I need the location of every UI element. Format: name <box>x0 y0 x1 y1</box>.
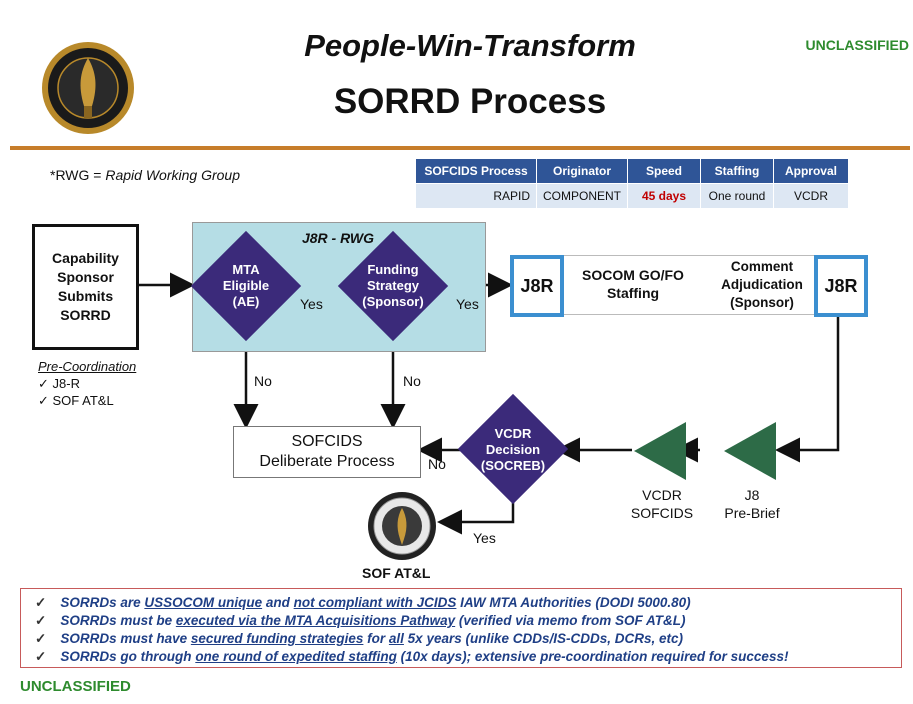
funding-line-1: Funding <box>367 262 419 277</box>
no-label-2: No <box>403 373 421 389</box>
pre-coordination-item: ✓ SOF AT&L <box>38 393 114 408</box>
j8r-box-right: J8R <box>814 255 868 317</box>
comment-adjudication-text: Comment Adjudication (Sponsor) <box>706 258 818 312</box>
mta-eligible-text: MTA Eligible (AE) <box>206 262 286 310</box>
mta-line-1: MTA <box>232 262 260 277</box>
comment-line-3: (Sponsor) <box>730 295 794 310</box>
list-item: ✓SORRDs must have secured funding strate… <box>35 631 684 646</box>
rwg-note-definition: Rapid Working Group <box>105 167 240 183</box>
pre-coordination-item: ✓ J8-R <box>38 376 80 391</box>
vcdr-decision-text: VCDR Decision (SOCREB) <box>471 426 555 474</box>
capability-sponsor-box: Capability Sponsor Submits SORRD <box>32 224 139 350</box>
sof-atl-seal-icon <box>367 491 437 561</box>
check-icon: ✓ <box>35 595 47 610</box>
table-header-cell: Originator <box>536 158 628 184</box>
vcdr-line-3: (SOCREB) <box>480 458 546 473</box>
vcdr-sofcids-line-2: SOFCIDS <box>630 505 694 521</box>
table-cell: RAPID <box>415 183 537 209</box>
j8-prebrief-line-2: Pre-Brief <box>724 505 780 521</box>
socom-seal-icon <box>40 40 136 136</box>
page-title-line2: SORRD Process <box>333 82 607 121</box>
table-cell-speed: 45 days <box>627 183 701 209</box>
j8r-box-left: J8R <box>510 255 564 317</box>
gofo-staffing-text: SOCOM GO/FO Staffing <box>568 266 698 302</box>
no-label-3: No <box>428 456 446 472</box>
check-icon: ✓ <box>35 613 47 628</box>
deliberate-process-box: SOFCIDS Deliberate Process <box>233 426 421 478</box>
table-cell: One round <box>700 183 774 209</box>
j8-prebrief-label: J8 Pre-Brief <box>712 486 792 522</box>
j8-prebrief-triangle-icon <box>724 422 776 480</box>
sof-atl-label: SOF AT&L <box>362 565 431 581</box>
table-cell: VCDR <box>773 183 849 209</box>
yes-label-2: Yes <box>456 296 479 312</box>
pre-coordination-heading: Pre-Coordination <box>38 359 137 374</box>
rwg-label: J8R - RWG <box>301 230 375 246</box>
list-item: ✓SORRDs are USSOCOM unique and not compl… <box>35 595 691 610</box>
vcdr-line-2: Decision <box>485 442 541 457</box>
table-cell: COMPONENT <box>536 183 628 209</box>
page-title-line1: People-Win-Transform <box>304 28 636 63</box>
table-header-cell: Speed <box>627 158 701 184</box>
rwg-note-prefix: *RWG = <box>50 167 106 183</box>
key-points-box: ✓SORRDs are USSOCOM unique and not compl… <box>20 588 902 668</box>
mta-line-3: (AE) <box>232 294 260 309</box>
no-label-1: No <box>254 373 272 389</box>
funding-line-2: Strategy <box>366 278 420 293</box>
yes-label-1: Yes <box>300 296 323 312</box>
vcdr-line-1: VCDR <box>494 426 532 441</box>
vcdr-sofcids-triangle-icon <box>634 422 686 480</box>
process-info-table: SOFCIDS Process Originator Speed Staffin… <box>415 158 849 209</box>
vcdr-sofcids-line-1: VCDR <box>642 487 682 503</box>
deliberate-line-2: Deliberate Process <box>259 453 395 470</box>
comment-line-2: Adjudication <box>721 277 803 292</box>
list-item: ✓SORRDs go through one round of expedite… <box>35 649 789 664</box>
header-rule <box>10 146 910 150</box>
comment-line-1: Comment <box>730 259 794 274</box>
staffing-line-1: SOCOM GO/FO <box>582 267 684 283</box>
table-header-cell: SOFCIDS Process <box>415 158 537 184</box>
table-header-row: SOFCIDS Process Originator Speed Staffin… <box>415 158 849 184</box>
staffing-line-2: Staffing <box>606 285 660 301</box>
yes-label-3: Yes <box>473 530 496 546</box>
funding-line-3: (Sponsor) <box>362 294 424 309</box>
j8-prebrief-line-1: J8 <box>744 487 760 503</box>
table-row: RAPID COMPONENT 45 days One round VCDR <box>415 183 849 209</box>
table-header-cell: Approval <box>773 158 849 184</box>
classification-bottom: UNCLASSIFIED <box>20 678 131 695</box>
check-icon: ✓ <box>35 631 47 646</box>
classification-top: UNCLASSIFIED <box>805 37 909 53</box>
check-icon: ✓ <box>35 649 47 664</box>
pre-coordination: Pre-Coordination ✓ J8-R ✓ SOF AT&L <box>38 358 136 409</box>
vcdr-sofcids-label: VCDR SOFCIDS <box>622 486 702 522</box>
funding-strategy-text: Funding Strategy (Sponsor) <box>350 262 436 310</box>
list-item: ✓SORRDs must be executed via the MTA Acq… <box>35 613 686 628</box>
rwg-note: *RWG = Rapid Working Group <box>50 167 240 183</box>
deliberate-line-1: SOFCIDS <box>291 433 363 450</box>
mta-line-2: Eligible <box>222 278 270 293</box>
